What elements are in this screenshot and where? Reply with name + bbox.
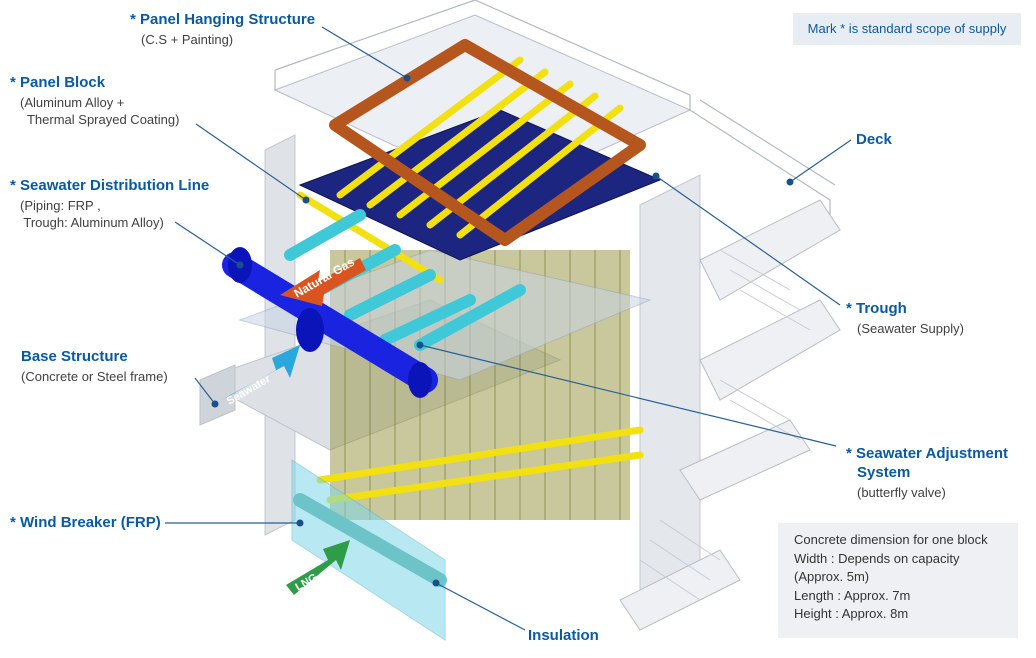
label-trough: * Trough xyxy=(846,300,907,317)
spec-width: Width : Depends on capacity xyxy=(794,550,960,566)
label-seawater-dist-sub1: (Piping: FRP , xyxy=(20,198,101,213)
label-seawater-dist: * Seawater Distribution Line xyxy=(10,177,210,194)
seawater-header xyxy=(222,247,438,398)
label-panel-hanging-sub: (C.S + Painting) xyxy=(141,32,234,47)
base-structure-wall-left xyxy=(264,134,296,536)
label-adjustment-line2: System xyxy=(857,464,911,481)
label-trough-sub: (Seawater Supply) xyxy=(857,321,964,336)
label-adjustment-sub: (butterfly valve) xyxy=(857,485,946,500)
staircase xyxy=(619,199,841,631)
label-base-structure: Base Structure xyxy=(21,348,128,365)
label-panel-block-sub1: (Aluminum Alloy + xyxy=(20,95,125,110)
base-structure-wall-right xyxy=(639,174,701,591)
label-panel-block-sub2: Thermal Sprayed Coating) xyxy=(20,112,180,127)
spec-length: Length : Approx. 7m xyxy=(794,587,911,603)
leader-lines xyxy=(165,26,852,631)
leader-dots xyxy=(211,74,794,587)
label-insulation: Insulation xyxy=(528,627,599,644)
spec-title: Concrete dimension for one block xyxy=(794,532,988,547)
lng-header xyxy=(293,493,447,587)
label-deck: Deck xyxy=(856,131,892,148)
label-panel-block: * Panel Block xyxy=(10,74,106,91)
spec-approx: (Approx. 5m) xyxy=(794,569,870,584)
spec-height: Height : Approx. 8m xyxy=(794,606,909,621)
label-seawater-dist-sub2: Trough: Aluminum Alloy) xyxy=(20,215,164,230)
label-adjustment: * Seawater Adjustment xyxy=(846,445,1008,462)
stair-steps xyxy=(639,249,811,601)
scope-note: Mark * is standard scope of supply xyxy=(793,13,1021,45)
panel-hanging-frame xyxy=(329,39,646,246)
wind-breaker-box xyxy=(291,459,446,641)
seawater-pipes xyxy=(284,209,526,351)
concrete-spec-box: Concrete dimension for one block Width :… xyxy=(778,523,1018,638)
label-panel-hanging: * Panel Hanging Structure xyxy=(130,11,316,28)
yellow-pipes xyxy=(296,56,644,504)
base-structure-step xyxy=(199,364,236,426)
label-wind-breaker: * Wind Breaker (FRP) xyxy=(10,514,161,531)
label-base-structure-sub: (Concrete or Steel frame) xyxy=(21,369,168,384)
